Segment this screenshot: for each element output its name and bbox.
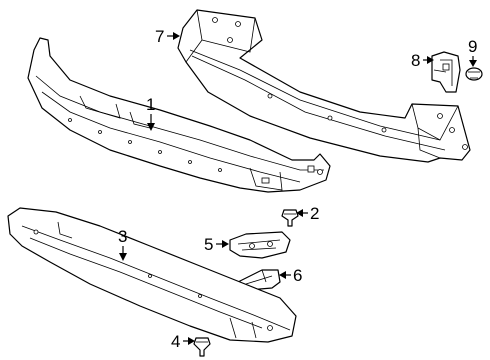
- arrow-icon: [469, 60, 477, 67]
- callout-3: 3: [118, 227, 127, 261]
- callout-4: 4: [171, 332, 195, 351]
- part-clip-9: [465, 67, 483, 81]
- part-clip-4: [193, 337, 211, 357]
- part-reinforcement-beam: [177, 9, 471, 163]
- part-absorber: [27, 37, 331, 193]
- callout-6: 6: [279, 266, 302, 285]
- callout-5: 5: [204, 235, 229, 254]
- callout-1: 1: [146, 95, 155, 131]
- callout-number: 3: [118, 227, 127, 246]
- callout-9: 9: [468, 37, 477, 67]
- callout-number: 7: [155, 27, 164, 46]
- arrow-icon: [427, 56, 434, 64]
- arrow-icon: [119, 253, 127, 261]
- callout-number: 6: [293, 266, 302, 285]
- callout-number: 9: [468, 37, 477, 56]
- arrow-icon: [147, 123, 155, 131]
- arrow-icon: [188, 337, 195, 345]
- part-bracket-8: [431, 51, 461, 93]
- callout-number: 4: [171, 332, 180, 351]
- callout-number: 5: [204, 235, 213, 254]
- callout-8: 8: [411, 51, 434, 70]
- arrow-icon: [222, 240, 229, 248]
- arrow-icon: [296, 209, 303, 217]
- callout-7: 7: [155, 27, 180, 46]
- part-deflector: [7, 207, 297, 343]
- part-clip-2: [281, 209, 299, 227]
- arrow-icon: [173, 32, 180, 40]
- callout-number: 8: [411, 51, 420, 70]
- arrow-icon: [279, 271, 286, 279]
- callout-number: 1: [146, 95, 155, 114]
- callout-number: 2: [310, 204, 319, 223]
- callout-2: 2: [296, 204, 319, 223]
- part-bracket-5: [229, 231, 291, 259]
